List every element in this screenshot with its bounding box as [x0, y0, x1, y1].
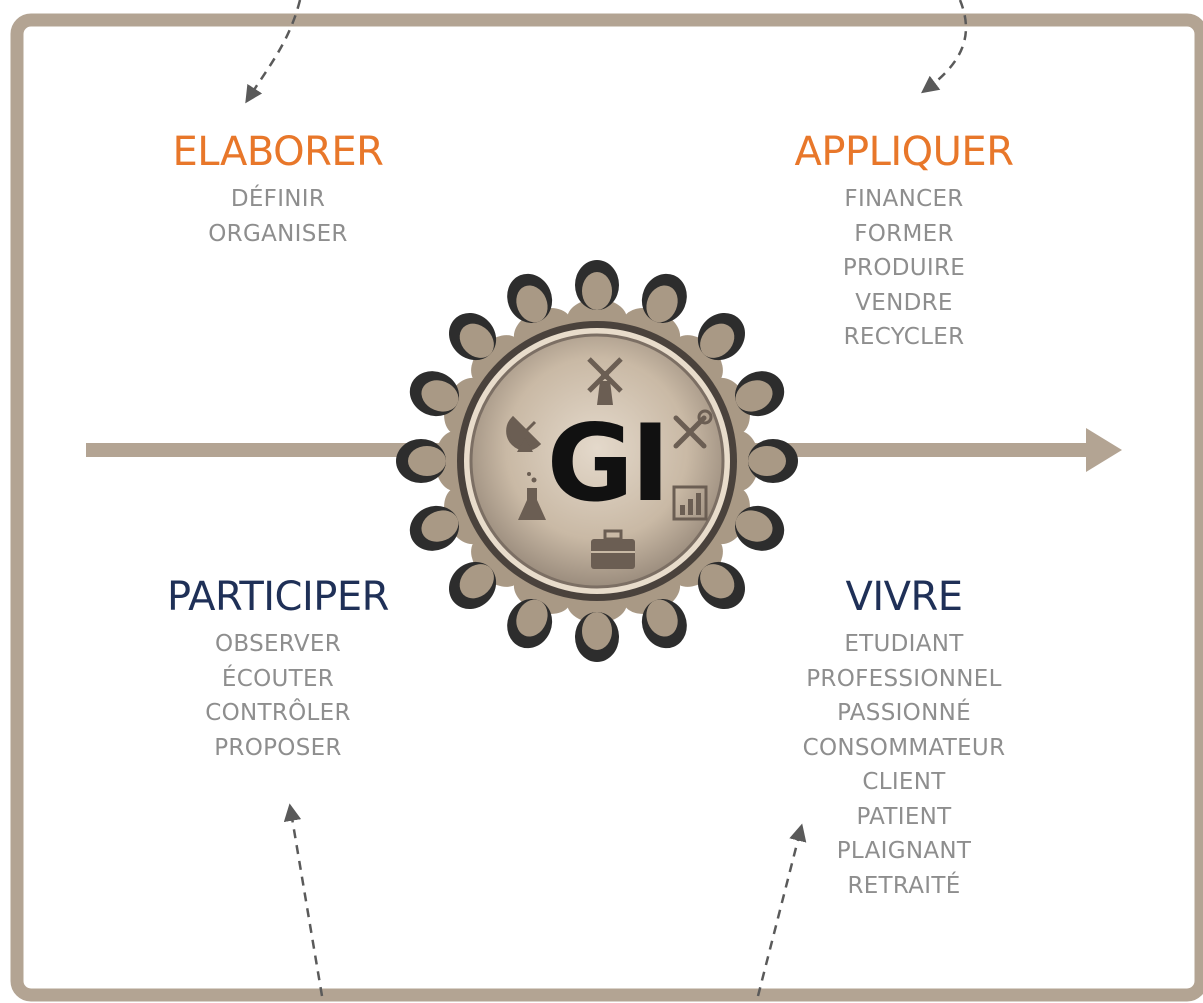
- vivre-item: CONSOMMATEUR: [802, 734, 1006, 761]
- vivre-title: VIVRE: [845, 574, 963, 620]
- flask-icon: [518, 472, 546, 520]
- person-figure: [671, 535, 745, 609]
- briefcase-icon: [591, 529, 635, 569]
- vivre-item: PATIENT: [856, 803, 952, 830]
- appliquer-item: FINANCER: [844, 186, 964, 212]
- appliquer-title: APPLIQUER: [794, 129, 1014, 175]
- satellite-dish-icon: [506, 415, 542, 452]
- appliquer-item: VENDRE: [855, 289, 953, 316]
- appliquer-items: FINANCER FORMER PRODUIRE VENDRE RECYCLER: [764, 182, 1044, 355]
- quadrant-participer: PARTICIPER OBSERVER ÉCOUTER CONTRÔLER PR…: [138, 573, 418, 765]
- tools-icon: [673, 409, 713, 449]
- participer-item: CONTRÔLER: [205, 700, 351, 726]
- elaborer-item: ORGANISER: [208, 220, 348, 247]
- participer-item: PROPOSER: [214, 734, 342, 761]
- central-emblem: GI: [457, 321, 737, 601]
- arrow-head: [1086, 428, 1122, 472]
- vivre-items: ETUDIANT PROFESSIONNEL PASSIONNÉ CONSOMM…: [759, 627, 1049, 903]
- dashed-arrow-elaborer: [245, 0, 302, 104]
- dashed-arrow-appliquer: [921, 0, 968, 94]
- elaborer-items: DÉFINIR ORGANISER: [138, 182, 418, 251]
- vivre-item: PASSIONNÉ: [837, 700, 971, 726]
- elaborer-title: ELABORER: [172, 129, 384, 175]
- windmill-icon: [587, 357, 623, 405]
- appliquer-item: PRODUIRE: [842, 255, 966, 281]
- dashed-arrow-vivre: [756, 823, 807, 997]
- participer-title: PARTICIPER: [167, 574, 389, 620]
- quadrant-appliquer: APPLIQUER FINANCER FORMER PRODUIRE VENDR…: [764, 128, 1044, 355]
- appliquer-item: FORMER: [854, 220, 954, 247]
- vivre-item: CLIENT: [862, 769, 946, 795]
- vivre-item: ETUDIANT: [844, 631, 964, 657]
- dashed-arrow-participer: [283, 803, 324, 997]
- quadrant-elaborer: ELABORER DÉFINIR ORGANISER: [138, 128, 418, 251]
- vivre-item: PLAIGNANT: [836, 838, 972, 864]
- chart-icon: [672, 485, 708, 521]
- center-label: GI: [547, 402, 667, 525]
- people-ring: [396, 260, 798, 662]
- quadrant-vivre: VIVRE ETUDIANT PROFESSIONNEL PASSIONNÉ C…: [759, 573, 1049, 903]
- vivre-item: PROFESSIONNEL: [806, 665, 1002, 692]
- participer-items: OBSERVER ÉCOUTER CONTRÔLER PROPOSER: [138, 627, 418, 765]
- participer-item: OBSERVER: [215, 631, 341, 657]
- vivre-item: RETRAITÉ: [847, 872, 961, 899]
- outer-frame: [10, 13, 1203, 1002]
- participer-item: ÉCOUTER: [221, 665, 335, 692]
- appliquer-item: RECYCLER: [843, 324, 965, 350]
- elaborer-item: DÉFINIR: [230, 186, 326, 212]
